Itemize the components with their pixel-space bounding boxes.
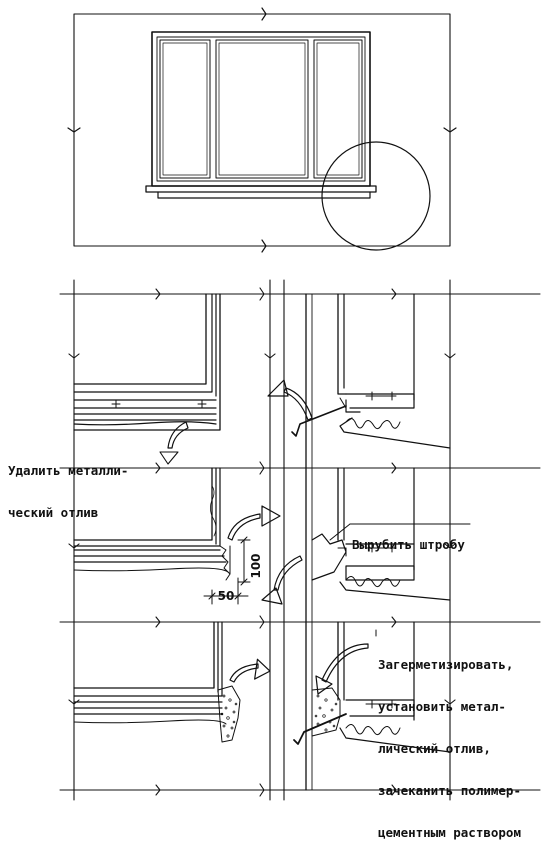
right-detail-1: [292, 294, 450, 468]
step3-line4: зачеканить полимер-: [378, 783, 521, 798]
step2-line1: Вырубить штробу: [352, 537, 465, 552]
arrow-curve-down-left: [322, 644, 368, 682]
dimension-horizontal: 50: [218, 589, 235, 603]
drip-sill-installed: [294, 714, 346, 744]
leader-lines: [330, 524, 470, 636]
groove-cut: [312, 534, 346, 580]
step1-label: Удалить металли- ческий отлив: [8, 436, 128, 534]
step3-line1: Загерметизировать,: [378, 657, 514, 672]
window-sash-left: [160, 40, 210, 178]
step3-label: Загерметизировать, установить метал- лич…: [378, 630, 521, 854]
left-detail-1: [74, 294, 220, 430]
dimension-vertical: 100: [249, 553, 263, 578]
step1-line2: ческий отлив: [8, 505, 99, 520]
step3-line5: цементным раствором: [378, 825, 521, 840]
left-detail-2: [74, 468, 230, 580]
process-arrows: [160, 380, 368, 694]
detail-grid: [60, 280, 540, 800]
window-sash-center: [216, 40, 308, 178]
step2-label: Вырубить штробу: [352, 510, 465, 566]
step1-line1: Удалить металли-: [8, 463, 129, 478]
window-sash-right: [314, 40, 362, 178]
window-sill-repair-drawing: 100 50: [0, 0, 550, 804]
insulation: [346, 418, 400, 428]
arrow-right: [228, 514, 260, 540]
sealant-fill: [218, 686, 240, 742]
arrow-down: [168, 422, 188, 448]
wall-outline: [74, 14, 450, 246]
window-elevation: [68, 8, 456, 252]
right-detail-3: [294, 622, 450, 790]
step3-line2: установить метал-: [378, 699, 506, 714]
break-mark: [68, 8, 456, 252]
detail-callout-circle: [322, 142, 430, 250]
arrow-left: [274, 556, 302, 590]
right-detail-2: [306, 468, 450, 622]
left-detail-3: [74, 622, 240, 742]
window-frame: [152, 32, 370, 186]
sill: [146, 186, 376, 192]
dimension-lines: [204, 537, 250, 604]
step3-line3: лический отлив,: [378, 741, 491, 756]
arrow-up-left: [284, 388, 312, 420]
arrow-curve-right: [230, 664, 258, 682]
drip-sill-removed: [292, 406, 346, 436]
